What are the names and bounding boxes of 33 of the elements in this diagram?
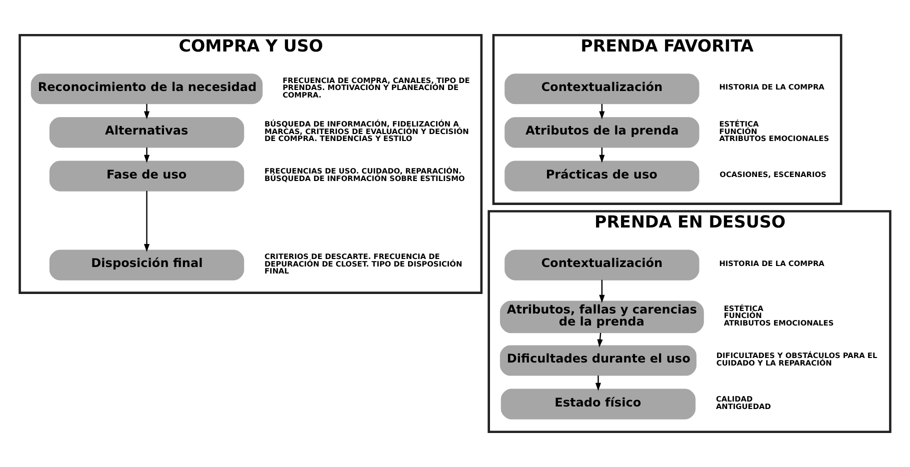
node-box: Prácticas de uso bbox=[504, 160, 700, 192]
node-label: ATRIBUTOS EMOCIONALES bbox=[719, 134, 830, 144]
node-label: CALIDAD bbox=[716, 394, 753, 404]
arrow bbox=[599, 280, 605, 303]
node-box: Contextualización bbox=[504, 250, 700, 280]
node-label: FUNCIÓN bbox=[724, 311, 762, 320]
node-label: DIFICULTADES Y OBSTÁCULOS PARA EL CUIDADO Y LA REPARACIÓN bbox=[716, 351, 878, 368]
arrow bbox=[144, 148, 150, 163]
node-label: ESTÉTICA bbox=[724, 304, 764, 313]
node-label: HISTORIA DE LA COMPRA bbox=[719, 258, 824, 268]
arrow bbox=[144, 190, 150, 252]
node-label: FRECUENCIA DE COMPRA, CANALES, TIPO DE PRENDAS. MOTIVACIÓN Y PLANEACIÓN DE COMPRA. bbox=[282, 76, 470, 100]
node-label: FUNCIÓN bbox=[719, 126, 758, 136]
node-label: CRITERIOS DE DESCARTE. FRECUENCIA DE DEPURACIÓN DE CLOSET. TIPO DE DISPOSICIÓN FINAL bbox=[264, 252, 462, 276]
node-label: OCASIONES, ESCENARIOS bbox=[720, 170, 826, 179]
node-label: ESTÉTICA bbox=[719, 119, 759, 128]
node-box: Estado físico bbox=[500, 388, 696, 420]
node-box: Disposición final bbox=[49, 250, 244, 280]
node-box: Alternativas bbox=[49, 117, 244, 148]
node-label: BÚSQUEDA DE INFORMACIÓN, FIDELIZACIÓN A MARCAS, CRITERIOS DE EVALUACIÓN Y DECISIÓN DE COMPRA. TENDENCIAS Y ESTILO bbox=[264, 119, 469, 144]
arrow bbox=[144, 104, 150, 120]
node-box: Atributos de la prenda bbox=[504, 117, 700, 148]
node-label: HISTORIA DE LA COMPRA bbox=[719, 82, 824, 92]
arrow bbox=[597, 332, 603, 348]
node-box: Fase de uso bbox=[49, 160, 244, 192]
node-label: FRECUENCIAS DE USO. CUIDADO, REPARACIÓN. BÚSQUEDA DE INFORMACIÓN SOBRE ESTILISMO bbox=[264, 166, 465, 184]
arrow bbox=[595, 376, 602, 391]
node-box: Dificultades durante el uso bbox=[500, 345, 696, 376]
node-label: ATRIBUTOS EMOCIONALES bbox=[724, 318, 834, 328]
node-box: Contextualización bbox=[504, 74, 700, 104]
node-label: ANTIGUEDAD bbox=[716, 402, 771, 412]
node-box: Atributos, fallas y carencias de la prenda bbox=[500, 300, 704, 334]
node-box: Reconocimiento de la necesidad bbox=[30, 74, 263, 104]
